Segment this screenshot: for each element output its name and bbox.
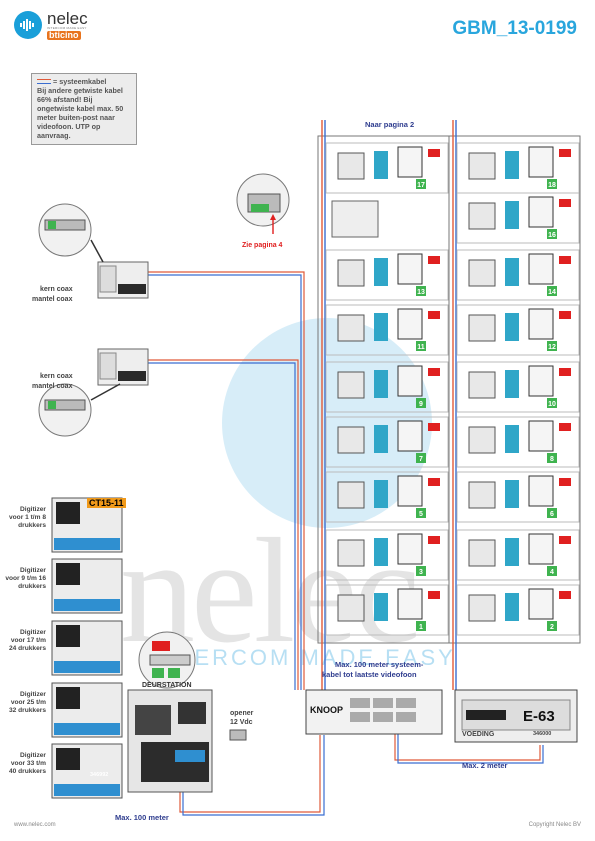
apartment-unit: 1 bbox=[325, 584, 449, 636]
apartment-unit: 2 bbox=[456, 584, 580, 636]
apartment-unit: 11 bbox=[325, 304, 449, 356]
apartment-unit: 10 bbox=[456, 361, 580, 413]
label-e63-code: 346000 bbox=[533, 731, 552, 737]
system-cable-legend-icon bbox=[37, 79, 51, 84]
cable-note: = systeemkabel Bij andere getwiste kabel… bbox=[31, 73, 137, 145]
apartment-number: 10 bbox=[548, 401, 556, 408]
apartment-unit: 12 bbox=[456, 304, 580, 356]
digitizer-label: Digitizer voor 1 t/m 8 drukkers bbox=[8, 506, 46, 529]
digitizer-module bbox=[51, 620, 123, 676]
label-mantel-coax-2: mantel coax bbox=[32, 383, 73, 390]
apartment-unit: 8 bbox=[456, 416, 580, 468]
label-ct15: CT15-11 bbox=[87, 498, 126, 508]
digitizer-module bbox=[51, 558, 123, 614]
label-knoop: KNOOP bbox=[310, 705, 344, 715]
label-mantel-coax-1: mantel coax bbox=[32, 296, 73, 303]
label-max-2-meter: Max. 2 meter bbox=[462, 761, 508, 770]
digitizer-label: Digitizer voor 9 t/m 16 drukkers bbox=[5, 567, 46, 590]
label-opener-voltage: 12 Vdc bbox=[230, 719, 253, 726]
apartment-number: 2 bbox=[550, 624, 554, 631]
apartment-unit: 13 bbox=[325, 249, 449, 301]
apartment-number: 11 bbox=[417, 344, 425, 351]
digitizer-label: Digitizer voor 25 t/m 32 drukkers bbox=[8, 691, 46, 714]
apartment-number: 1 bbox=[419, 624, 423, 631]
label-kern-coax-1: kern coax bbox=[40, 286, 73, 293]
label-max-100-systeem: Max. 100 meter systeem- bbox=[335, 660, 424, 669]
apartment-unit: 4 bbox=[456, 529, 580, 581]
digitizer-module bbox=[51, 743, 123, 799]
apartment-unit: 9 bbox=[325, 361, 449, 413]
apartment-unit: 17 bbox=[325, 142, 449, 194]
label-voeding: VOEDING bbox=[462, 731, 495, 738]
label-digitizer-code: 346992 bbox=[90, 772, 109, 778]
apartment-number: 18 bbox=[548, 182, 556, 189]
apartment-number: 16 bbox=[548, 232, 556, 239]
brand-name: nelec bbox=[47, 9, 88, 28]
cable-note-title: = systeemkabel bbox=[53, 77, 107, 86]
apartment-unit: 16 bbox=[456, 192, 580, 244]
apartment-number: 8 bbox=[550, 456, 554, 463]
apartment-number: 17 bbox=[417, 182, 425, 189]
digitizer-module bbox=[51, 497, 123, 553]
apartment-number: 14 bbox=[548, 289, 556, 296]
apartment-number: 4 bbox=[550, 569, 554, 576]
label-zie-pagina: Zie pagina 4 bbox=[242, 242, 283, 249]
apartment-unit: 6 bbox=[456, 471, 580, 523]
apartment-unit: 18 bbox=[456, 142, 580, 194]
label-naar-pagina: Naar pagina 2 bbox=[365, 120, 415, 129]
footer-copyright: Copyright Nelec BV bbox=[528, 822, 581, 828]
apartment-unit: 5 bbox=[325, 471, 449, 523]
footer-website[interactable]: www.nelec.com bbox=[14, 822, 56, 828]
nelec-logo-icon bbox=[14, 11, 42, 39]
label-max-100-meter: Max. 100 meter bbox=[115, 813, 169, 822]
apartment-unit: 7 bbox=[325, 416, 449, 468]
apartment-number: 3 bbox=[419, 569, 423, 576]
label-e63: E-63 bbox=[523, 708, 555, 725]
document-title: GBM_13-0199 bbox=[452, 18, 577, 39]
digitizer-label: Digitizer voor 33 t/m 40 drukkers bbox=[8, 752, 46, 775]
label-opener: opener bbox=[230, 710, 254, 717]
label-deurstation: DEURSTATION bbox=[142, 682, 192, 689]
digitizer-module bbox=[51, 682, 123, 738]
watermark-circle bbox=[222, 318, 432, 528]
apartment-unit: 14 bbox=[456, 249, 580, 301]
label-kern-coax-2: kern coax bbox=[40, 373, 73, 380]
bticino-logo: bticino bbox=[47, 30, 81, 40]
apartment-number: 6 bbox=[550, 511, 554, 518]
apartment-unit: 3 bbox=[325, 529, 449, 581]
brand-tagline: INTERCOM MADE EASY bbox=[47, 26, 87, 30]
brand-logo[interactable]: nelec INTERCOM MADE EASY bticino bbox=[14, 10, 88, 40]
cable-note-text: Bij andere getwiste kabel 66% afstand! B… bbox=[37, 86, 124, 140]
apartment-number: 7 bbox=[419, 456, 423, 463]
apartment-number: 13 bbox=[417, 289, 425, 296]
apartment-number: 5 bbox=[419, 511, 423, 518]
label-max-100-systeem-2: kabel tot laatste videofoon bbox=[322, 670, 417, 679]
apartment-number: 12 bbox=[548, 344, 556, 351]
apartment-number: 9 bbox=[419, 401, 423, 408]
digitizer-label: Digitizer voor 17 t/m 24 drukkers bbox=[8, 629, 46, 652]
